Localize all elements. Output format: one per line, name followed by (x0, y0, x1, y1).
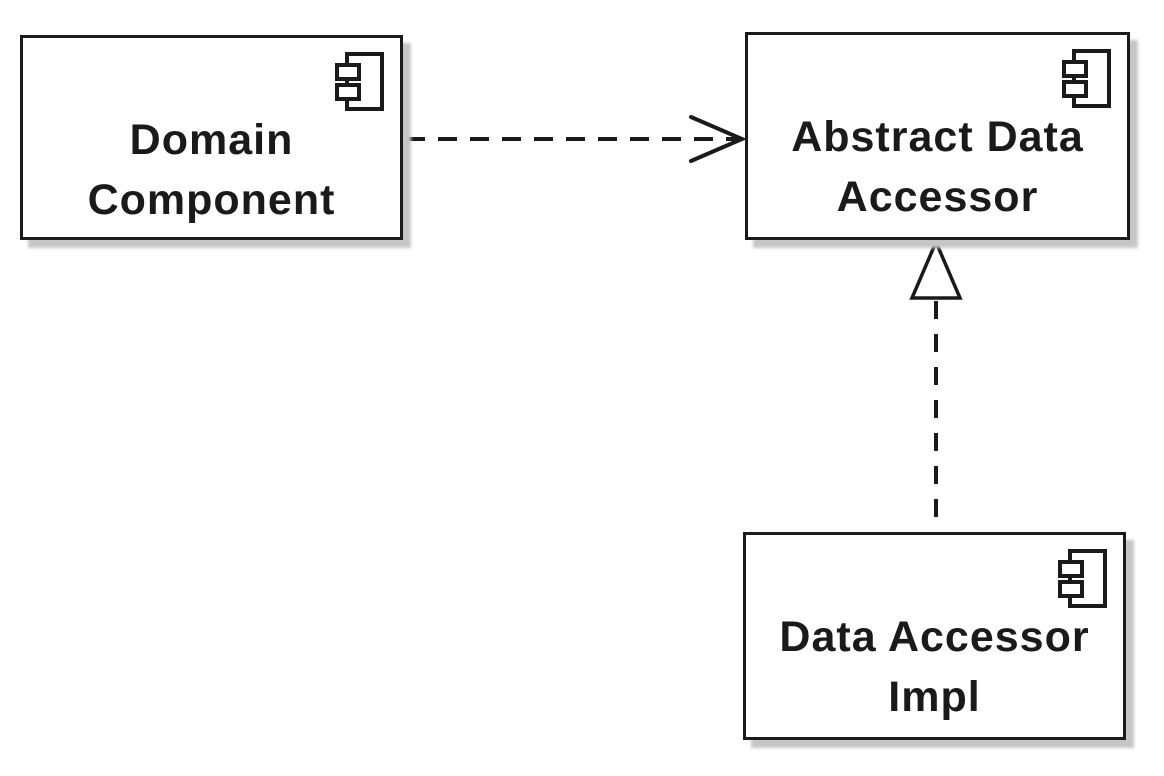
node-label-line: Data Accessor (779, 613, 1090, 661)
node-label: Domain Component (23, 110, 400, 230)
uml-component-icon (1058, 549, 1107, 608)
node-data-accessor-impl: Data Accessor Impl (743, 532, 1126, 740)
uml-component-icon (1062, 49, 1111, 108)
node-label-line: Abstract Data (791, 113, 1084, 161)
dependency-arrow (406, 115, 748, 163)
uml-component-icon (335, 52, 384, 111)
node-domain-component: Domain Component (20, 35, 403, 240)
realization-arrow (909, 237, 963, 531)
node-label-line: Component (87, 176, 336, 224)
node-abstract-data-accessor: Abstract Data Accessor (745, 32, 1130, 240)
node-label-line: Impl (888, 673, 981, 721)
node-label: Data Accessor Impl (746, 607, 1123, 727)
node-label: Abstract Data Accessor (748, 107, 1127, 227)
node-label-line: Accessor (836, 173, 1039, 221)
node-label-line: Domain (129, 116, 294, 164)
